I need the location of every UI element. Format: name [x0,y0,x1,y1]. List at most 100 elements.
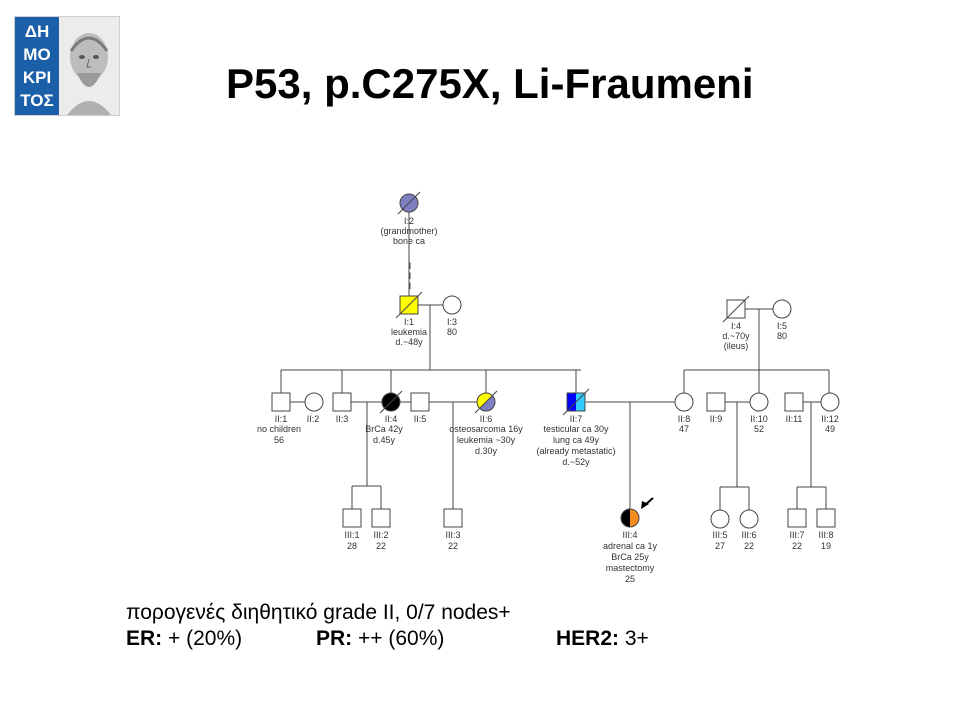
pedigree-individual-ii3: II:3 [332,392,352,424]
svg-text:testicular ca 30y: testicular ca 30y [543,424,609,434]
svg-text:II:6: II:6 [480,414,493,424]
svg-text:bone ca: bone ca [393,236,425,246]
pedigree-individual-iii1: III:1 28 [342,508,362,551]
svg-text:22: 22 [792,541,802,551]
svg-text:no children: no children [257,424,301,434]
pedigree-individual-ii2: II:2 [304,392,324,424]
svg-text:mastectomy: mastectomy [606,563,655,573]
svg-text:52: 52 [754,424,764,434]
pedigree-individual-i5: I:5 80 [772,299,792,341]
pedigree-individual-ii1: II:1 no children 56 [257,392,301,445]
svg-text:I:5: I:5 [777,321,787,331]
pedigree-individual-i1: I:1 leukemia d.~48y [391,291,427,347]
svg-text:II:8: II:8 [678,414,691,424]
svg-text:III:4: III:4 [622,530,637,540]
svg-text:II:5: II:5 [414,414,427,424]
svg-text:II:10: II:10 [750,414,768,424]
svg-text:28: 28 [347,541,357,551]
svg-text:22: 22 [448,541,458,551]
svg-text:II:12: II:12 [821,414,839,424]
svg-text:d.45y: d.45y [373,435,396,445]
svg-text:d.~48y: d.~48y [395,337,423,347]
svg-text:II:2: II:2 [307,414,320,424]
proband-arrow-icon [641,497,654,509]
pedigree-individual-iii6: III:6 22 [739,509,759,551]
her2-status: HER2: 3+ [556,627,649,650]
svg-text:leukemia ~30y: leukemia ~30y [457,435,516,445]
svg-text:I:3: I:3 [447,317,457,327]
svg-text:47: 47 [679,424,689,434]
svg-text:III:8: III:8 [818,530,833,540]
svg-text:56: 56 [274,435,284,445]
pedigree-individual-i2: I:2 (grandmother) bone ca [380,191,438,246]
pr-status: PR: ++ (60%) [316,627,445,650]
svg-text:80: 80 [447,327,457,337]
pedigree-individual-iii3: III:3 22 [443,508,463,551]
bust-portrait-icon [59,17,119,115]
svg-text:III:2: III:2 [373,530,388,540]
svg-text:II:7: II:7 [570,414,583,424]
svg-text:d.30y: d.30y [475,446,498,456]
svg-text:III:5: III:5 [712,530,727,540]
slide-title: P53, p.C275X, Li-Fraumeni [226,60,754,107]
svg-text:II:1: II:1 [275,414,288,424]
er-status: ER: + (20%) [126,627,243,650]
pedigree-individual-i3: I:3 80 [442,295,462,337]
svg-text:27: 27 [715,541,725,551]
svg-text:(grandmother): (grandmother) [380,226,437,236]
svg-text:(already metastatic): (already metastatic) [536,446,615,456]
pedigree-individual-iii8: III:8 19 [816,508,836,551]
svg-text:80: 80 [777,331,787,341]
svg-text:adrenal ca 1y: adrenal ca 1y [603,541,658,551]
svg-text:osteosarcoma 16y: osteosarcoma 16y [449,424,523,434]
svg-text:(ileus): (ileus) [724,341,749,351]
generation-gap-marks: I I I [409,261,412,291]
pedigree-individual-ii8: II:8 47 [674,392,694,434]
pedigree-individual-iii2: III:2 22 [371,508,391,551]
svg-text:d.~52y: d.~52y [562,457,590,467]
svg-text:III:6: III:6 [741,530,756,540]
svg-text:leukemia: leukemia [391,327,427,337]
logo-lettering: ΔΗ ΜΟ ΚΡΙ ΤΟΣ [15,17,59,115]
svg-text:19: 19 [821,541,831,551]
histology-summary: πορογενές διηθητικό grade II, 0/7 nodes+… [126,600,649,652]
pedigree-individual-ii12: II:12 49 [820,392,840,434]
pedigree-individual-iii5: III:5 27 [710,509,730,551]
svg-text:d.~70y: d.~70y [722,331,750,341]
svg-text:BrCa 42y: BrCa 42y [365,424,403,434]
svg-text:lung ca 49y: lung ca 49y [553,435,600,445]
svg-text:I:2: I:2 [404,216,414,226]
svg-text:I: I [409,261,412,271]
histology-line: πορογενές διηθητικό grade II, 0/7 nodes+ [126,601,511,624]
pedigree-connectors [280,212,830,510]
svg-text:22: 22 [744,541,754,551]
pedigree-individual-ii7: II:7 testicular ca 30y lung ca 49y (alre… [536,388,616,467]
svg-text:49: 49 [825,424,835,434]
svg-text:II:11: II:11 [786,414,803,424]
pedigree-individual-iii4-proband: III:4 adrenal ca 1y BrCa 25y mastectomy … [603,508,658,584]
receptor-status-row: ER: + (20%) PR: ++ (60%) HER2: 3+ [126,626,649,652]
pedigree-individual-i4: I:4 d.~70y (ileus) [722,295,750,351]
svg-text:25: 25 [625,574,635,584]
pedigree-individual-ii6: II:6 osteosarcoma 16y leukemia ~30y d.30… [449,390,523,456]
svg-text:III:1: III:1 [344,530,359,540]
svg-text:II:3: II:3 [336,414,349,424]
svg-text:I:4: I:4 [731,321,741,331]
svg-text:II:4: II:4 [385,414,398,424]
svg-text:I: I [409,281,412,291]
pedigree-individual-ii9: II:9 [706,392,726,424]
pedigree-individual-ii4: II:4 BrCa 42y d.45y [365,390,403,445]
pedigree-individual-ii5: II:5 [410,392,430,424]
svg-text:I:1: I:1 [404,317,414,327]
svg-text:BrCa 25y: BrCa 25y [611,552,649,562]
pedigree-individual-ii11: II:11 [784,392,804,424]
institute-logo: ΔΗ ΜΟ ΚΡΙ ΤΟΣ [14,16,120,116]
pedigree-individual-iii7: III:7 22 [787,508,807,551]
pedigree-individual-ii10: II:10 52 [749,392,769,434]
svg-text:II:9: II:9 [710,414,723,424]
svg-text:III:7: III:7 [789,530,804,540]
svg-text:III:3: III:3 [445,530,460,540]
svg-text:I: I [409,271,412,281]
svg-text:22: 22 [376,541,386,551]
